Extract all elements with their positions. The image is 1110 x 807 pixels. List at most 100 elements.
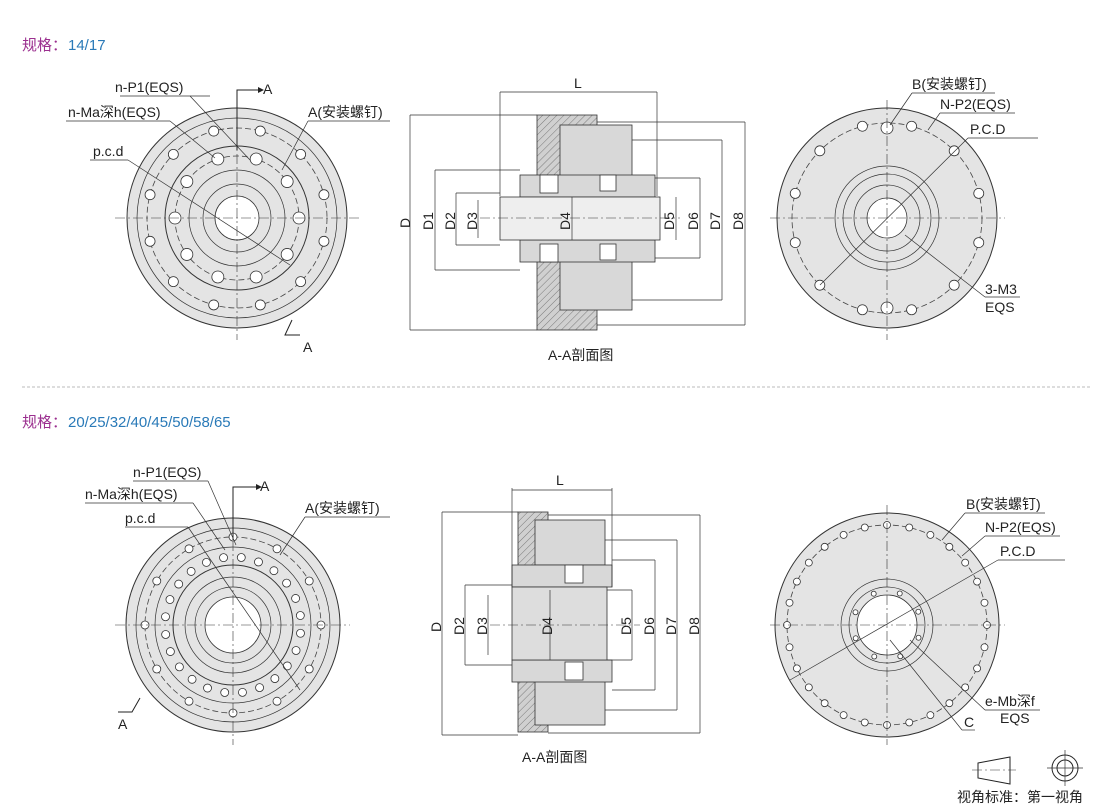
dim-D3: D3 (464, 212, 480, 230)
bolt-hole (926, 711, 935, 719)
bolt-hole (184, 696, 194, 706)
cut-label-top: A (260, 478, 270, 494)
bolt-hole (804, 558, 813, 567)
bolt-hole (219, 553, 228, 563)
label-a-screw: A(安装螺钉) (305, 500, 380, 516)
bolt-hole (870, 590, 877, 597)
dim-D1: D1 (420, 212, 436, 230)
bolt-hole (304, 576, 314, 586)
spec-value: 20/25/32/40/45/50/58/65 (68, 414, 231, 431)
bolt-hole (175, 662, 184, 672)
bolt-hole (857, 304, 868, 316)
dim-D: D (428, 622, 444, 632)
bolt-hole (905, 523, 914, 532)
bolt-hole (295, 611, 305, 620)
bolt-hole (202, 558, 211, 567)
bolt-hole (280, 175, 294, 188)
bolt-hole (269, 566, 279, 576)
bolt-hole (254, 557, 263, 567)
bolt-hole (973, 237, 985, 248)
bolt-hole (184, 544, 194, 554)
dim-D8: D8 (686, 617, 702, 635)
label-n-p2: N-P2(EQS) (985, 519, 1056, 535)
dim-D6: D6 (685, 212, 701, 230)
label-b-screw: B(安装螺钉) (912, 76, 987, 92)
bolt-hole (860, 523, 869, 532)
bolt-hole (915, 634, 922, 641)
bolt-hole (280, 248, 294, 261)
dim-D6: D6 (641, 617, 657, 635)
label-n-p1: n-P1(EQS) (115, 79, 183, 95)
bolt-hole (180, 248, 194, 261)
bolt-hole (144, 235, 156, 247)
bolt-hole (211, 270, 225, 284)
bolt-hole (165, 595, 175, 604)
bolt-hole (789, 188, 801, 199)
bolt-hole (238, 687, 247, 697)
label-eqs: EQS (985, 299, 1015, 315)
bolt-hole (839, 711, 848, 719)
label-e-mb: e-Mb深f (985, 693, 1035, 709)
front-view-2 (85, 480, 390, 745)
bolt-hole (906, 120, 917, 132)
dim-D8: D8 (730, 212, 746, 230)
bolt-hole (804, 683, 813, 692)
section-caption: A-A剖面图 (548, 347, 613, 363)
bolt-hole (208, 125, 220, 137)
bolt-hole (236, 553, 246, 562)
section-caption: A-A剖面图 (522, 749, 587, 765)
bolt-hole (785, 598, 794, 607)
bolt-hole (161, 612, 170, 622)
bolt-hole (896, 590, 903, 597)
bolt-hole (820, 542, 829, 551)
bolt-hole (980, 643, 989, 652)
bolt-hole (187, 674, 197, 684)
cut-label-bottom: A (303, 339, 313, 355)
dim-D4: D4 (539, 617, 555, 635)
truncated-cone-icon (977, 756, 1011, 785)
label-pcd-rear: P.C.D (970, 121, 1006, 137)
dim-L: L (574, 75, 582, 91)
bolt-hole (906, 304, 917, 316)
bolt-hole (220, 688, 230, 697)
label-b-screw: B(安装螺钉) (966, 496, 1041, 512)
bolt-hole (291, 594, 300, 603)
bolt-hole (980, 598, 989, 607)
spec-value: 14/17 (68, 37, 106, 54)
bolt-hole (860, 718, 869, 727)
bolt-hole (814, 145, 826, 157)
label-pcd-rear: P.C.D (1000, 543, 1036, 559)
dim-D5: D5 (661, 212, 677, 230)
bolt-hole (915, 608, 922, 615)
bolt-hole (152, 664, 162, 674)
bolt-hole (926, 531, 935, 539)
bolt-hole (905, 718, 914, 727)
dim-D2: D2 (451, 617, 467, 635)
bolt-hole (318, 235, 330, 247)
bolt-hole (174, 579, 184, 589)
bolt-hole (961, 558, 970, 567)
concentric-circles-icon (1047, 750, 1083, 786)
label-pcd: p.c.d (93, 143, 123, 159)
bolt-hole (249, 152, 263, 166)
bolt-hole (793, 577, 801, 586)
label-n-ma: n-Ma深h(EQS) (68, 104, 161, 120)
label-3-m3: 3-M3 (985, 281, 1017, 297)
bolt-hole (270, 674, 280, 683)
bolt-hole (211, 152, 225, 166)
dim-D7: D7 (663, 617, 679, 635)
dim-D3: D3 (474, 617, 490, 635)
label-pcd: p.c.d (125, 510, 155, 526)
dim-D7: D7 (707, 212, 723, 230)
bolt-hole (789, 237, 801, 248)
bolt-hole (871, 653, 878, 660)
cut-label-bottom: A (118, 716, 128, 732)
dim-D: D (397, 218, 413, 228)
bolt-hole (161, 630, 171, 639)
bolt-hole (945, 699, 954, 708)
label-n-p2: N-P2(EQS) (940, 96, 1011, 112)
bolt-hole (948, 279, 960, 291)
bolt-hole (152, 576, 162, 586)
bolt-hole (961, 683, 970, 692)
